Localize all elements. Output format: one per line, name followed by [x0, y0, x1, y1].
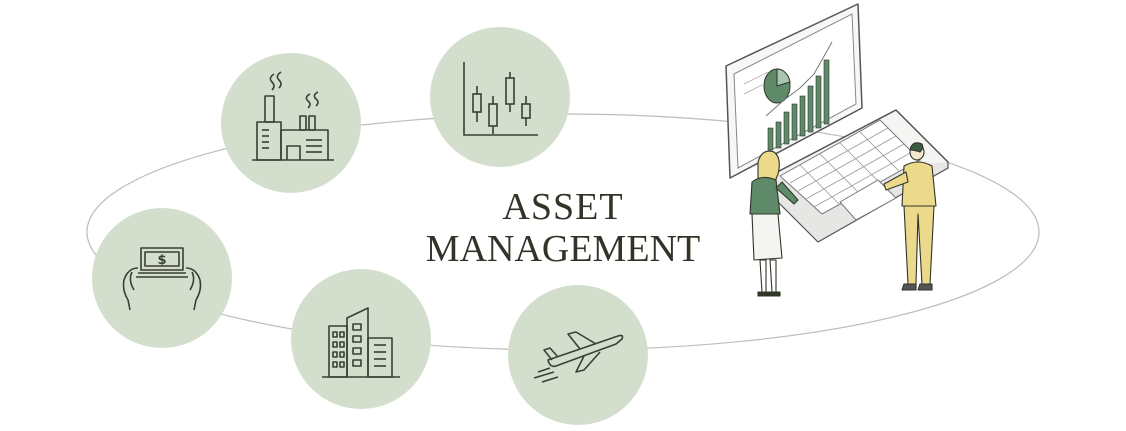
- screen-pie-chart: [763, 68, 791, 104]
- woman-figure: [749, 150, 799, 297]
- man-figure: [883, 142, 937, 291]
- money-hands-icon: $: [92, 208, 232, 348]
- airplane-icon: [508, 285, 648, 425]
- title-line-asset: ASSET: [502, 186, 624, 228]
- svg-text:$: $: [157, 253, 166, 268]
- title-line-management: MANAGEMENT: [425, 228, 701, 270]
- factory-icon: [221, 53, 361, 193]
- screen-bar-chart: [767, 59, 830, 151]
- people-with-laptop-chart: [725, 3, 949, 297]
- candlestick-chart-icon: [430, 27, 570, 167]
- office-buildings-icon: [291, 269, 431, 409]
